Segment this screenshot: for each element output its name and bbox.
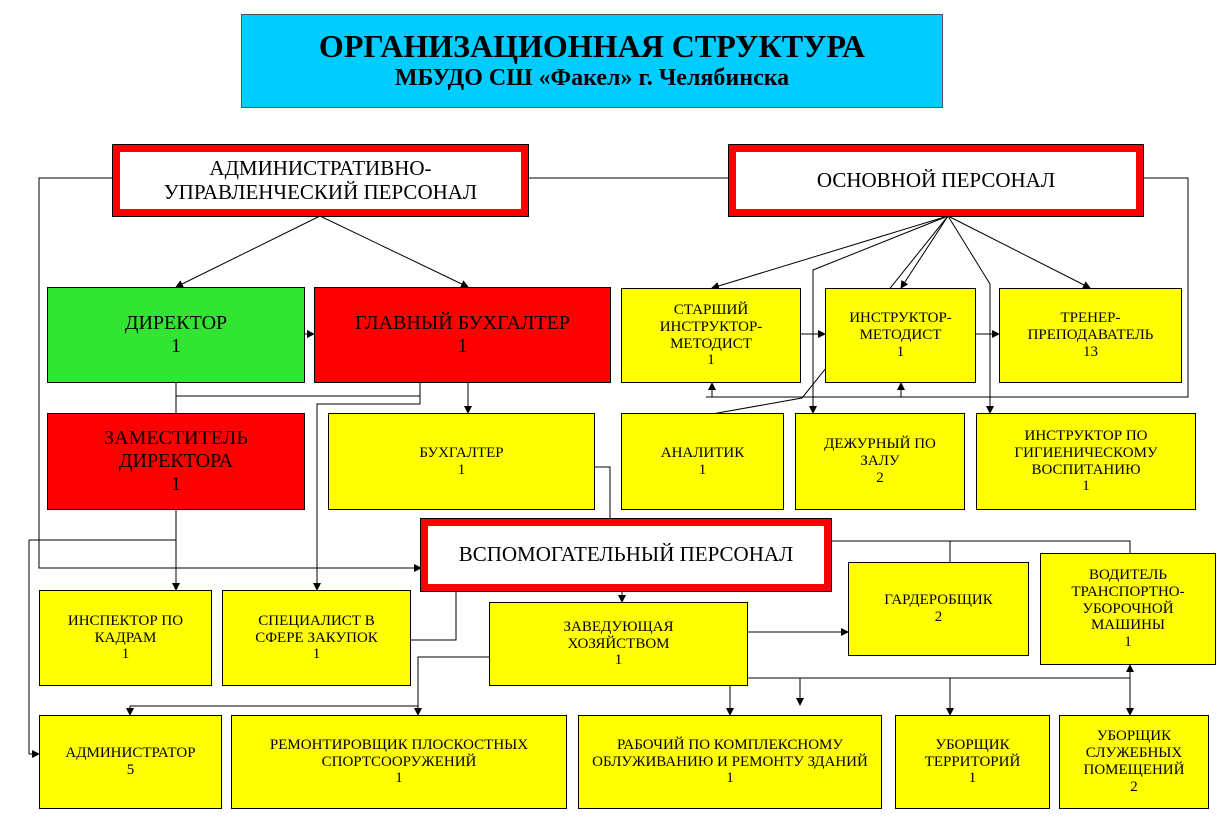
arrow-main-to-senior [711, 215, 949, 290]
label: АДМИНИСТРАТОР [65, 745, 196, 762]
line-procurement-to-support [411, 591, 457, 641]
label: СПЕЦИАЛИСТ В СФЕРЕ ЗАКУПОК [255, 612, 378, 646]
line-housekeeping-left [130, 656, 489, 707]
label: ИНСТРУКТОР ПО ГИГИЕНИЧЕСКОМУ ВОСПИТАНИЮ [1014, 427, 1158, 478]
label: ЗАМЕСТИТЕЛЬ ДИРЕКТОРА [104, 427, 248, 472]
count: 1 [171, 335, 181, 357]
count: 5 [126, 762, 135, 778]
count: 1 [171, 473, 181, 495]
count: 13 [1083, 343, 1098, 360]
count: 2 [876, 469, 884, 486]
node-deputy-director: ЗАМЕСТИТЕЛЬ ДИРЕКТОРА 1 [47, 413, 305, 510]
label: УБОРЩИК СЛУЖЕБНЫХ ПОМЕЩЕНИЙ [1083, 728, 1185, 778]
count: 1 [312, 646, 321, 663]
label: ЗАВЕДУЮЩАЯ ХОЗЯЙСТВОМ [563, 618, 674, 652]
node-hr-inspector: ИНСПЕКТОР ПО КАДРАМ 1 [39, 590, 212, 686]
arrow-admin-to-chief-accountant [319, 215, 469, 288]
node-housekeeping-head: ЗАВЕДУЮЩАЯ ХОЗЯЙСТВОМ 1 [489, 602, 748, 686]
node-maintenance-worker: РАБОЧИЙ ПО КОМПЛЕКСНОМУ ОБЛУЖИВАНИЮ И РЕ… [578, 715, 882, 809]
label: ТРЕНЕР-ПРЕПОДАВАТЕЛЬ [1027, 310, 1154, 344]
group-admin-label: АДМИНИСТРАТИВНО-УПРАВЛЕНЧЕСКИЙ ПЕРСОНАЛ [163, 155, 478, 204]
label: ВОДИТЕЛЬ ТРАНСПОРТНО-УБОРОЧНОЙ МАШИНЫ [1071, 567, 1185, 634]
line-support-to-right [831, 540, 1131, 553]
node-office-cleaner: УБОРЩИК СЛУЖЕБНЫХ ПОМЕЩЕНИЙ 2 [1059, 715, 1209, 809]
node-hall-attendant: ДЕЖУРНЫЙ ПО ЗАЛУ 2 [795, 413, 965, 510]
arrow-admin-rail-to-support [38, 177, 422, 572]
line-main-to-analyst [711, 215, 949, 415]
count: 1 [457, 335, 468, 357]
label: ГАРДЕРОБЩИК [884, 592, 993, 609]
label: УБОРЩИК ТЕРРИТОРИЙ [924, 736, 1021, 770]
node-cloakroom: ГАРДЕРОБЩИК 2 [848, 562, 1029, 656]
arrow-main-to-hall [809, 215, 949, 414]
title-line-2: МБУДО СШ «Факел» г. Челябинска [394, 65, 790, 92]
count: 1 [698, 461, 707, 478]
label: РАБОЧИЙ ПО КОМПЛЕКСНОМУ ОБЛУЖИВАНИЮ И РЕ… [592, 736, 868, 770]
node-chief-accountant: ГЛАВНЫЙ БУХГАЛТЕР 1 [314, 287, 611, 383]
chart-title: ОРГАНИЗАЦИОННАЯ СТРУКТУРА МБУДО СШ «Факе… [241, 14, 943, 108]
node-hygiene-instructor: ИНСТРУКТОР ПО ГИГИЕНИЧЕСКОМУ ВОСПИТАНИЮ … [976, 413, 1196, 510]
label: ГЛАВНЫЙ БУХГАЛТЕР [354, 312, 571, 334]
label: АНАЛИТИК [660, 444, 745, 461]
count: 1 [1124, 634, 1132, 651]
group-main-label: ОСНОВНОЙ ПЕРСОНАЛ [816, 167, 1056, 192]
count: 1 [1082, 478, 1090, 495]
count: 1 [896, 343, 905, 360]
node-coach: ТРЕНЕР-ПРЕПОДАВАТЕЛЬ 13 [999, 288, 1182, 383]
label: ИНСТРУКТОР-МЕТОДИСТ [849, 310, 952, 344]
arrow-main-to-coach [947, 215, 1091, 289]
label: ДЕЖУРНЫЙ ПО ЗАЛУ [824, 436, 936, 470]
group-admin: АДМИНИСТРАТИВНО-УПРАВЛЕНЧЕСКИЙ ПЕРСОНАЛ [112, 144, 529, 217]
title-line-1: ОРГАНИЗАЦИОННАЯ СТРУКТУРА [318, 28, 866, 64]
count: 2 [934, 609, 943, 625]
node-administrator: АДМИНИСТРАТОР 5 [39, 715, 222, 809]
label: БУХГАЛТЕР [419, 444, 504, 461]
count: 1 [707, 352, 715, 369]
count: 1 [395, 770, 403, 787]
arrow-main-to-hygiene [947, 215, 994, 414]
node-yard-cleaner: УБОРЩИК ТЕРРИТОРИЙ 1 [895, 715, 1050, 809]
label: РЕМОНТИРОВЩИК ПЛОСКОСТНЫХ СПОРТСООРУЖЕНИ… [269, 736, 529, 770]
group-main: ОСНОВНОЙ ПЕРСОНАЛ [728, 144, 1144, 217]
node-repairer: РЕМОНТИРОВЩИК ПЛОСКОСТНЫХ СПОРТСООРУЖЕНИ… [231, 715, 567, 809]
arrow-admin-to-director [175, 215, 321, 288]
arrow-chief-to-procurement [313, 396, 421, 591]
count: 1 [457, 461, 466, 478]
node-director: ДИРЕКТОР 1 [47, 287, 305, 383]
line-main-right-rail [706, 177, 1189, 398]
node-senior-instructor: СТАРШИЙ ИНСТРУКТОР-МЕТОДИСТ 1 [621, 288, 801, 383]
count: 1 [968, 770, 977, 787]
arrow-main-to-methodist [900, 215, 949, 289]
line-accountant-to-support [595, 466, 611, 520]
group-support-label: ВСПОМОГАТЕЛЬНЫЙ ПЕРСОНАЛ [458, 542, 794, 567]
node-instructor-methodist: ИНСТРУКТОР-МЕТОДИСТ 1 [825, 288, 976, 383]
label: ИНСПЕКТОР ПО КАДРАМ [67, 612, 184, 646]
group-support: ВСПОМОГАТЕЛЬНЫЙ ПЕРСОНАЛ [420, 518, 832, 592]
node-analyst: АНАЛИТИК 1 [621, 413, 784, 510]
node-procurement: СПЕЦИАЛИСТ В СФЕРЕ ЗАКУПОК 1 [222, 590, 411, 686]
count: 1 [726, 770, 734, 787]
count: 1 [614, 652, 623, 669]
count: 1 [121, 646, 130, 663]
label: СТАРШИЙ ИНСТРУКТОР-МЕТОДИСТ [659, 301, 763, 352]
count: 2 [1130, 778, 1138, 795]
node-driver: ВОДИТЕЛЬ ТРАНСПОРТНО-УБОРОЧНОЙ МАШИНЫ 1 [1040, 553, 1216, 665]
label: ДИРЕКТОР [124, 312, 228, 334]
node-accountant: БУХГАЛТЕР 1 [328, 413, 595, 510]
